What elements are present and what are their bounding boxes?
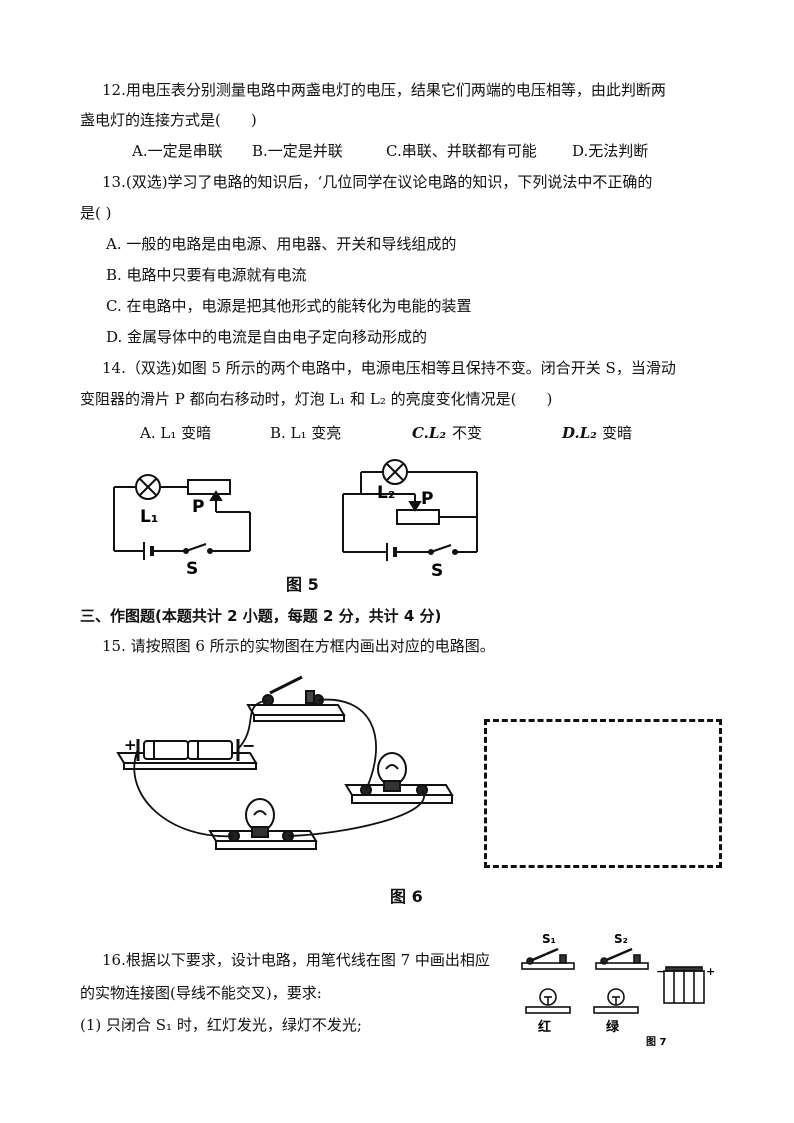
q13-option-a: A. 一般的电路是由电源、用电器、开关和导线组成的 [106, 235, 457, 253]
q14-option-d-label: D.L₂ [562, 424, 597, 442]
section3-heading: 三、作图题(本题共计 2 小题，每题 2 分，共计 4 分) [80, 607, 442, 625]
fig5-right-slider-label: P [421, 489, 433, 509]
fig7-minus-label: − [656, 965, 665, 978]
fig7-green-label: 绿 [606, 1019, 620, 1035]
fig6-wires [133, 698, 425, 838]
q14-option-b: B. L₁ 变亮 [270, 424, 342, 442]
fig5-left-circuit: L₁ P S [113, 474, 251, 579]
fig5-right-switch-label: S [431, 561, 443, 581]
q12-option-b: B.一定是并联 [252, 142, 343, 160]
q14-option-a: A. L₁ 变暗 [140, 424, 212, 442]
q12-option-c: C.串联、并联都有可能 [386, 142, 537, 160]
q13-line1: 13.(双选)学习了电路的知识后，‘几位同学在议论电路的知识，下列说法中不正确的 [102, 173, 653, 191]
fig6-battery-cell-1-icon [143, 740, 189, 760]
fig5-left-lamp-label: L₁ [140, 507, 158, 527]
answer-box[interactable] [484, 719, 722, 868]
fig7-green-lamp-icon [593, 988, 639, 1014]
q12-line1: 12.用电压表分别测量电路中两盏电灯的电压，结果它们两端的电压相等，由此判断两 [102, 81, 666, 99]
fig5-caption: 图 5 [286, 575, 319, 594]
fig5-left-rheostat [187, 479, 231, 495]
q13-option-d: D. 金属导体中的电流是自由电子定向移动形成的 [106, 328, 428, 346]
fig7-switch-s2-icon [595, 947, 649, 970]
q12-option-a: A.一定是串联 [132, 142, 223, 160]
fig7-switch-s1-icon [521, 947, 575, 970]
fig7-red-lamp-icon [525, 988, 571, 1014]
fig6-battery-cell-2-icon [187, 740, 233, 760]
q14-line1: 14.（双选)如图 5 所示的两个电路中，电源电压相等且保持不变。闭合开关 S，… [102, 359, 676, 377]
fig7-s2-label: S₂ [614, 932, 628, 946]
q16-line3: (1) 只闭合 S₁ 时，红灯发光，绿灯不发光; [80, 1016, 362, 1034]
fig5-right-circuit: L₂ P S [342, 459, 478, 581]
fig5-right-slider-arrow-icon [408, 501, 422, 512]
q16-line2: 的实物连接图(导线不能交叉)，要求: [80, 984, 322, 1002]
fig5-left-switch-label: S [186, 559, 198, 579]
q13-option-c: C. 在电路中，电源是把其他形式的能转化为电能的装置 [106, 297, 472, 315]
q14-line2: 变阻器的滑片 P 都向右移动时，灯泡 L₁ 和 L₂ 的亮度变化情况是( ) [80, 390, 553, 408]
q13-line2: 是( ) [80, 204, 112, 222]
fig5-right-lamp-label: L₂ [377, 483, 395, 503]
q14-option-c-text: 不变 [452, 424, 483, 442]
q14-option-c-label: C.L₂ [412, 424, 447, 442]
fig7-s1-label: S₁ [542, 932, 556, 946]
fig5-left-slider-arrow-icon [209, 490, 223, 501]
fig6-plus-label: + [124, 736, 137, 754]
q12-line2: 盏电灯的连接方式是( ) [80, 111, 257, 129]
q12-option-d: D.无法判断 [572, 142, 649, 160]
fig6-physical-circuit: + − [116, 675, 454, 850]
fig7-battery-pack-icon [663, 966, 705, 1004]
q14-option-d-text: 变暗 [602, 424, 633, 442]
fig7-red-label: 红 [538, 1019, 551, 1035]
fig7-caption: 图 7 [646, 1036, 666, 1048]
fig6-switch-board [246, 704, 346, 716]
fig6-caption: 图 6 [390, 887, 423, 906]
fig6-switch-lever-icon [269, 675, 303, 695]
fig6-minus-label: − [242, 736, 255, 755]
fig5-right-rheostat [396, 509, 440, 525]
fig5-left-slider-label: P [192, 497, 204, 517]
fig7-plus-label: + [706, 965, 715, 978]
fig7-components: S₁ S₂ 红 绿 − + 图 7 [521, 932, 715, 1048]
q15-text: 15. 请按照图 6 所示的实物图在方框内画出对应的电路图。 [102, 637, 495, 655]
q13-option-b: B. 电路中只要有电源就有电流 [106, 266, 307, 284]
q16-line1: 16.根据以下要求，设计电路，用笔代线在图 7 中画出相应 [102, 951, 490, 969]
